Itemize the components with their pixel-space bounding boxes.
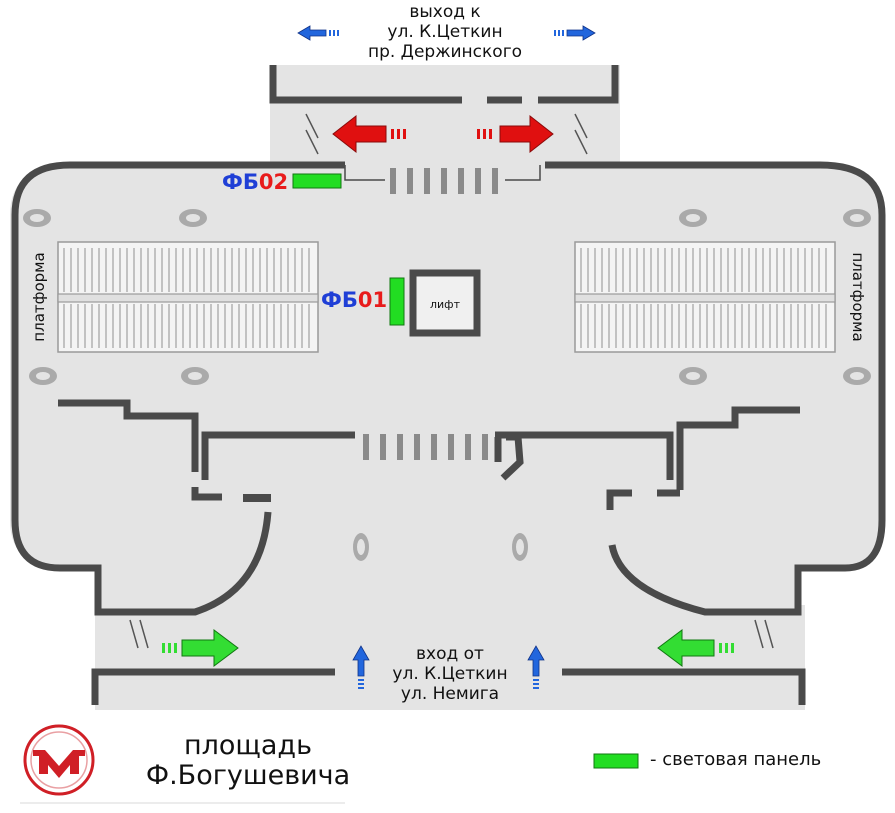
station-name: площадь Ф.Богушевича [118, 731, 378, 791]
platform-label-left: платформа [30, 252, 48, 342]
light-panel-fb01 [389, 277, 405, 326]
panel-code-fb02: ФБ02 [222, 170, 289, 194]
entrance-line-1: вход от [416, 644, 484, 664]
exit-line-1: выход к [409, 2, 481, 22]
exit-label: выход к ул. К.Цеткин пр. Держинского [340, 2, 550, 62]
elevator [409, 269, 481, 337]
entry-arrow-left-icon [657, 629, 734, 667]
exit-line-3: пр. Держинского [367, 42, 523, 62]
entrance-line-3: ул. Немига [400, 684, 500, 704]
entrance-line-2: ул. К.Цеткин [392, 664, 508, 684]
light-panel-fb02 [292, 173, 342, 189]
turnstiles-middle [363, 434, 488, 460]
up-arrow-icon [352, 645, 545, 689]
elevator-label: лифт [430, 298, 461, 311]
exit-line-2: ул. К.Цеткин [387, 22, 503, 42]
station-name-line-2: Ф.Богушевича [145, 760, 351, 791]
direction-arrow-left-icon [297, 25, 339, 41]
legend-swatch [593, 753, 639, 769]
exit-arrow-left-icon [332, 114, 406, 154]
exit-arrow-right-icon [477, 114, 554, 154]
legend-text: - световая панель [650, 749, 822, 770]
turnstiles-top [390, 168, 498, 194]
station-name-line-1: площадь [184, 730, 312, 761]
platform-label-right: платформа [849, 252, 867, 342]
entrance-label: вход от ул. К.Цеткин ул. Немига [345, 644, 555, 704]
entry-arrow-right-icon [162, 629, 239, 667]
escalator-icon [57, 241, 836, 353]
glass-doors [129, 113, 774, 649]
metro-logo-icon [23, 724, 95, 796]
direction-arrow-right-icon [554, 25, 596, 41]
walls [11, 65, 886, 705]
door-frames [344, 165, 541, 181]
panel-code-fb01: ФБ01 [321, 288, 388, 312]
